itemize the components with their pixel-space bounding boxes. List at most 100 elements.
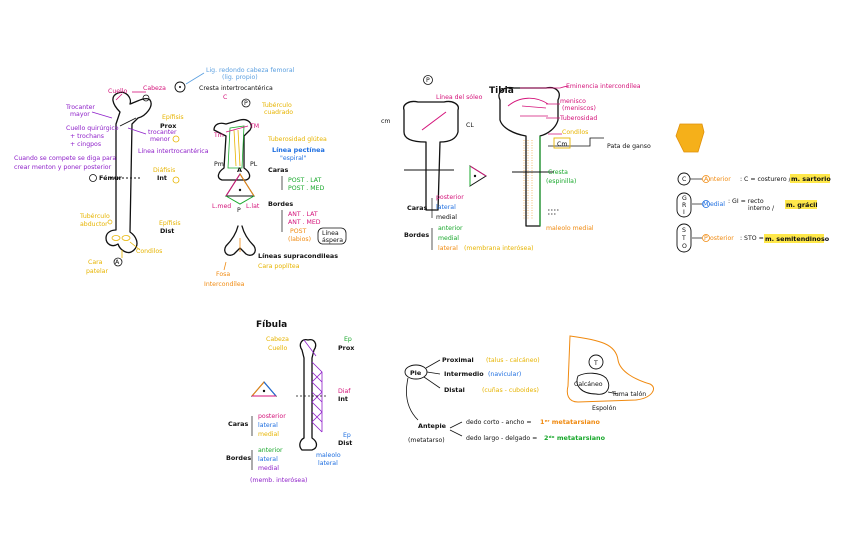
a-circle-letter: A <box>115 259 120 266</box>
p-circle-letter: P <box>244 100 248 107</box>
femur-check-icon <box>89 174 97 182</box>
row1-muscle: m. sartorio <box>791 175 831 183</box>
tm-label: TM <box>249 123 259 130</box>
dedo-corto-label: dedo corto - ancho = <box>466 419 532 426</box>
cl-label: CL <box>466 122 474 129</box>
epifisis-dist-sub: Dist <box>160 227 174 235</box>
tuma-talon-label: Tuma talón <box>611 390 646 398</box>
row2-circle: M <box>703 201 708 208</box>
eminencia-label: Eminencia intercondílea <box>566 82 641 90</box>
row3-word: osterior <box>710 235 734 242</box>
p-circle-icon <box>423 75 433 85</box>
maleolo-lateral-label: maleolo <box>316 452 341 459</box>
antepie-label: Antepie <box>418 422 447 430</box>
espolon-label: Espolón <box>592 404 616 412</box>
cresta-sub: (espinilla) <box>546 178 576 185</box>
membrana-label: (membrana interósea) <box>464 244 534 252</box>
pie-root-label: Pie <box>410 369 422 377</box>
post-lat-label: POST . LAT <box>288 177 322 184</box>
foot-outline-icon <box>566 335 654 403</box>
post-labios-label: POST <box>290 228 307 235</box>
tibia-diagram: P Línea del sóleo cm CL Caras posterior … <box>381 75 651 252</box>
post-labios-sub: (labios) <box>288 236 311 243</box>
fibula-cabeza-label: Cabeza <box>266 336 289 343</box>
row3-letter-1: S <box>682 227 686 234</box>
antepie-sub: (metatarso) <box>408 437 445 444</box>
trocanter-mayor-label-2: mayor <box>70 111 90 118</box>
calcaneo-label: Calcáneo <box>574 380 603 388</box>
cara-patelar-label: patelar <box>86 268 108 275</box>
tibia-caras-label: Caras <box>407 204 427 212</box>
tibia-p-letter: P <box>426 77 430 84</box>
pata-ganso-label: Pata de ganso <box>607 143 651 150</box>
cm-box-label: Cm <box>557 141 567 148</box>
row1-word: nterior <box>710 176 731 183</box>
tibia-condilos-label: Condilos <box>562 129 588 136</box>
lig-redondo-label: Lig. redondo cabeza femoral <box>206 67 295 74</box>
femur-label: Fémur <box>99 174 123 182</box>
trocanter-mayor-label: Trocanter <box>65 104 95 111</box>
distal-label: Distal <box>444 386 465 394</box>
cara-label: Cara <box>88 259 103 266</box>
menisco-label: menisco <box>560 98 586 105</box>
fibula-medial-label: medial <box>258 431 279 438</box>
row3-circle: P <box>704 235 708 242</box>
a-circle-icon <box>113 257 123 267</box>
p-circle-icon <box>241 98 251 108</box>
ant-med-label: ANT . MED <box>288 219 321 226</box>
note-line-1: Cuando se compete se diga para <box>14 155 116 162</box>
fibula-diagram: Fíbula Cabeza Cuello Ep Prox Diaf Int Ep… <box>226 320 355 484</box>
pl-label: PL <box>250 161 258 168</box>
metatarsiano-2-label: 2ᵈᵒ metatarsiano <box>544 434 606 442</box>
cabeza-label: Cabeza <box>143 85 166 92</box>
fibula-bordes-label: Bordes <box>226 454 251 462</box>
tibia-lateral-label: lateral <box>436 204 456 211</box>
row2-eq: : GI = recto <box>728 198 764 205</box>
epifisis-dist-label: Epífisis <box>159 219 181 227</box>
fosa-label: Fosa <box>216 271 230 278</box>
pm-label: Pm <box>214 161 224 168</box>
fibula-cuello-label: Cuello <box>268 345 287 352</box>
menisco-sub: (meniscos) <box>562 105 596 112</box>
bordes-label: Bordes <box>268 200 293 208</box>
lineas-supracondileas-label: Líneas supracondileas <box>258 252 338 260</box>
row3-eq: : STO = <box>740 235 764 242</box>
linea-soleo-label: Línea del sóleo <box>436 93 483 101</box>
linea-aspera-sub: áspera <box>322 236 343 244</box>
c-letter: C <box>223 94 227 101</box>
proximal-paren: (talus - calcáneo) <box>486 356 540 364</box>
check-icon <box>172 135 180 143</box>
diaf-sub: Int <box>338 395 348 403</box>
linea-aspera-label: Línea <box>322 229 339 237</box>
tuberculo-cuadrado-label-2: cuadrado <box>264 109 293 116</box>
dedo-largo-label: dedo largo - delgado = <box>466 435 537 442</box>
row2-muscle: m. grácil <box>786 201 818 209</box>
cara-poplitea-label: Cara poplítea <box>258 262 300 270</box>
tibia-medial-label: medial <box>436 214 457 221</box>
p-label: P <box>237 207 241 214</box>
femoral-head-circle-icon <box>174 81 186 93</box>
tibia-posterior-label: posterior <box>436 194 464 201</box>
pata-de-ganso-table: C A nterior : C = costurero / m. sartori… <box>675 123 831 253</box>
ep-prox-sub: Prox <box>338 344 355 352</box>
l-lat-label: L.lat <box>246 203 260 210</box>
diaf-label: Diaf <box>338 388 351 395</box>
ep-dist-sub: Dist <box>338 439 352 447</box>
epifisis-prox-sub: Prox <box>160 122 177 130</box>
row1-circle: A <box>704 176 709 183</box>
memb-interosea-label: (memb. interósea) <box>250 476 307 484</box>
a-label: A <box>237 166 242 174</box>
tibia-bordes-label: Bordes <box>404 231 429 239</box>
fosa-intercondilea-label: Intercondílea <box>204 280 245 288</box>
fibula-b-medial-label: medial <box>258 465 279 472</box>
linea-espiral-label: "espiral" <box>280 155 307 162</box>
distal-paren: (cuñas - cuboides) <box>482 387 539 394</box>
row1-eq: : C = costurero / <box>740 176 792 183</box>
epifisis-prox-label: Epífisis <box>162 113 184 121</box>
metatarsiano-1-label: 1ᵉʳ metatarsiano <box>540 418 600 426</box>
femur-anterior-diagram: Cuello Cabeza Lig. redondo cabeza femora… <box>14 67 295 275</box>
cingpos-label: + cingpos <box>70 141 101 148</box>
caras-label: Caras <box>268 166 288 174</box>
femur-posterior-diagram: Cresta intertrocantérica C P Tm TM Pm PL… <box>199 84 347 288</box>
fibula-caras-label: Caras <box>228 420 248 428</box>
